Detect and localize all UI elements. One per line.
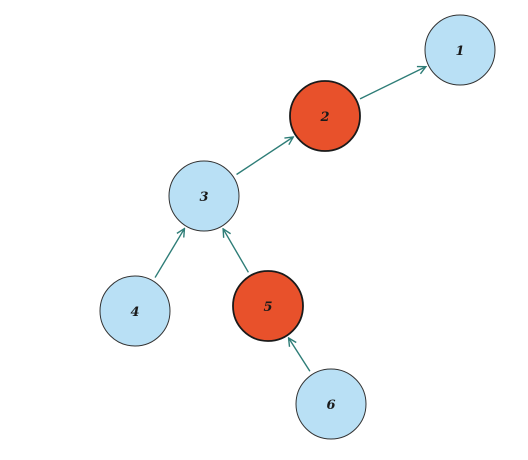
node-label-2: 2 [319,110,329,125]
edge-5-to-3 [224,230,249,273]
node-circle-5 [232,270,304,342]
node-3: 3 [168,160,240,232]
node-circle-4 [99,275,171,347]
node-label-4: 4 [130,305,139,320]
edge-6-to-5 [289,339,311,372]
nodes-layer: 1 2 3 4 5 6 [99,14,496,440]
edges-layer [154,67,425,372]
node-circle-6 [295,368,367,440]
edge-3-to-2 [236,138,293,176]
node-label-6: 6 [326,398,335,413]
node-5: 5 [232,270,304,342]
node-label-5: 5 [263,300,272,315]
node-label-1: 1 [455,44,464,59]
node-4: 4 [99,275,171,347]
node-6: 6 [295,368,367,440]
node-circle-3 [168,160,240,232]
node-circle-2 [289,80,361,152]
edge-4-to-3 [154,229,184,278]
edge-2-to-1 [359,67,425,100]
node-label-3: 3 [199,190,208,205]
node-2: 2 [289,80,361,152]
node-circle-1 [424,14,496,86]
node-1: 1 [424,14,496,86]
